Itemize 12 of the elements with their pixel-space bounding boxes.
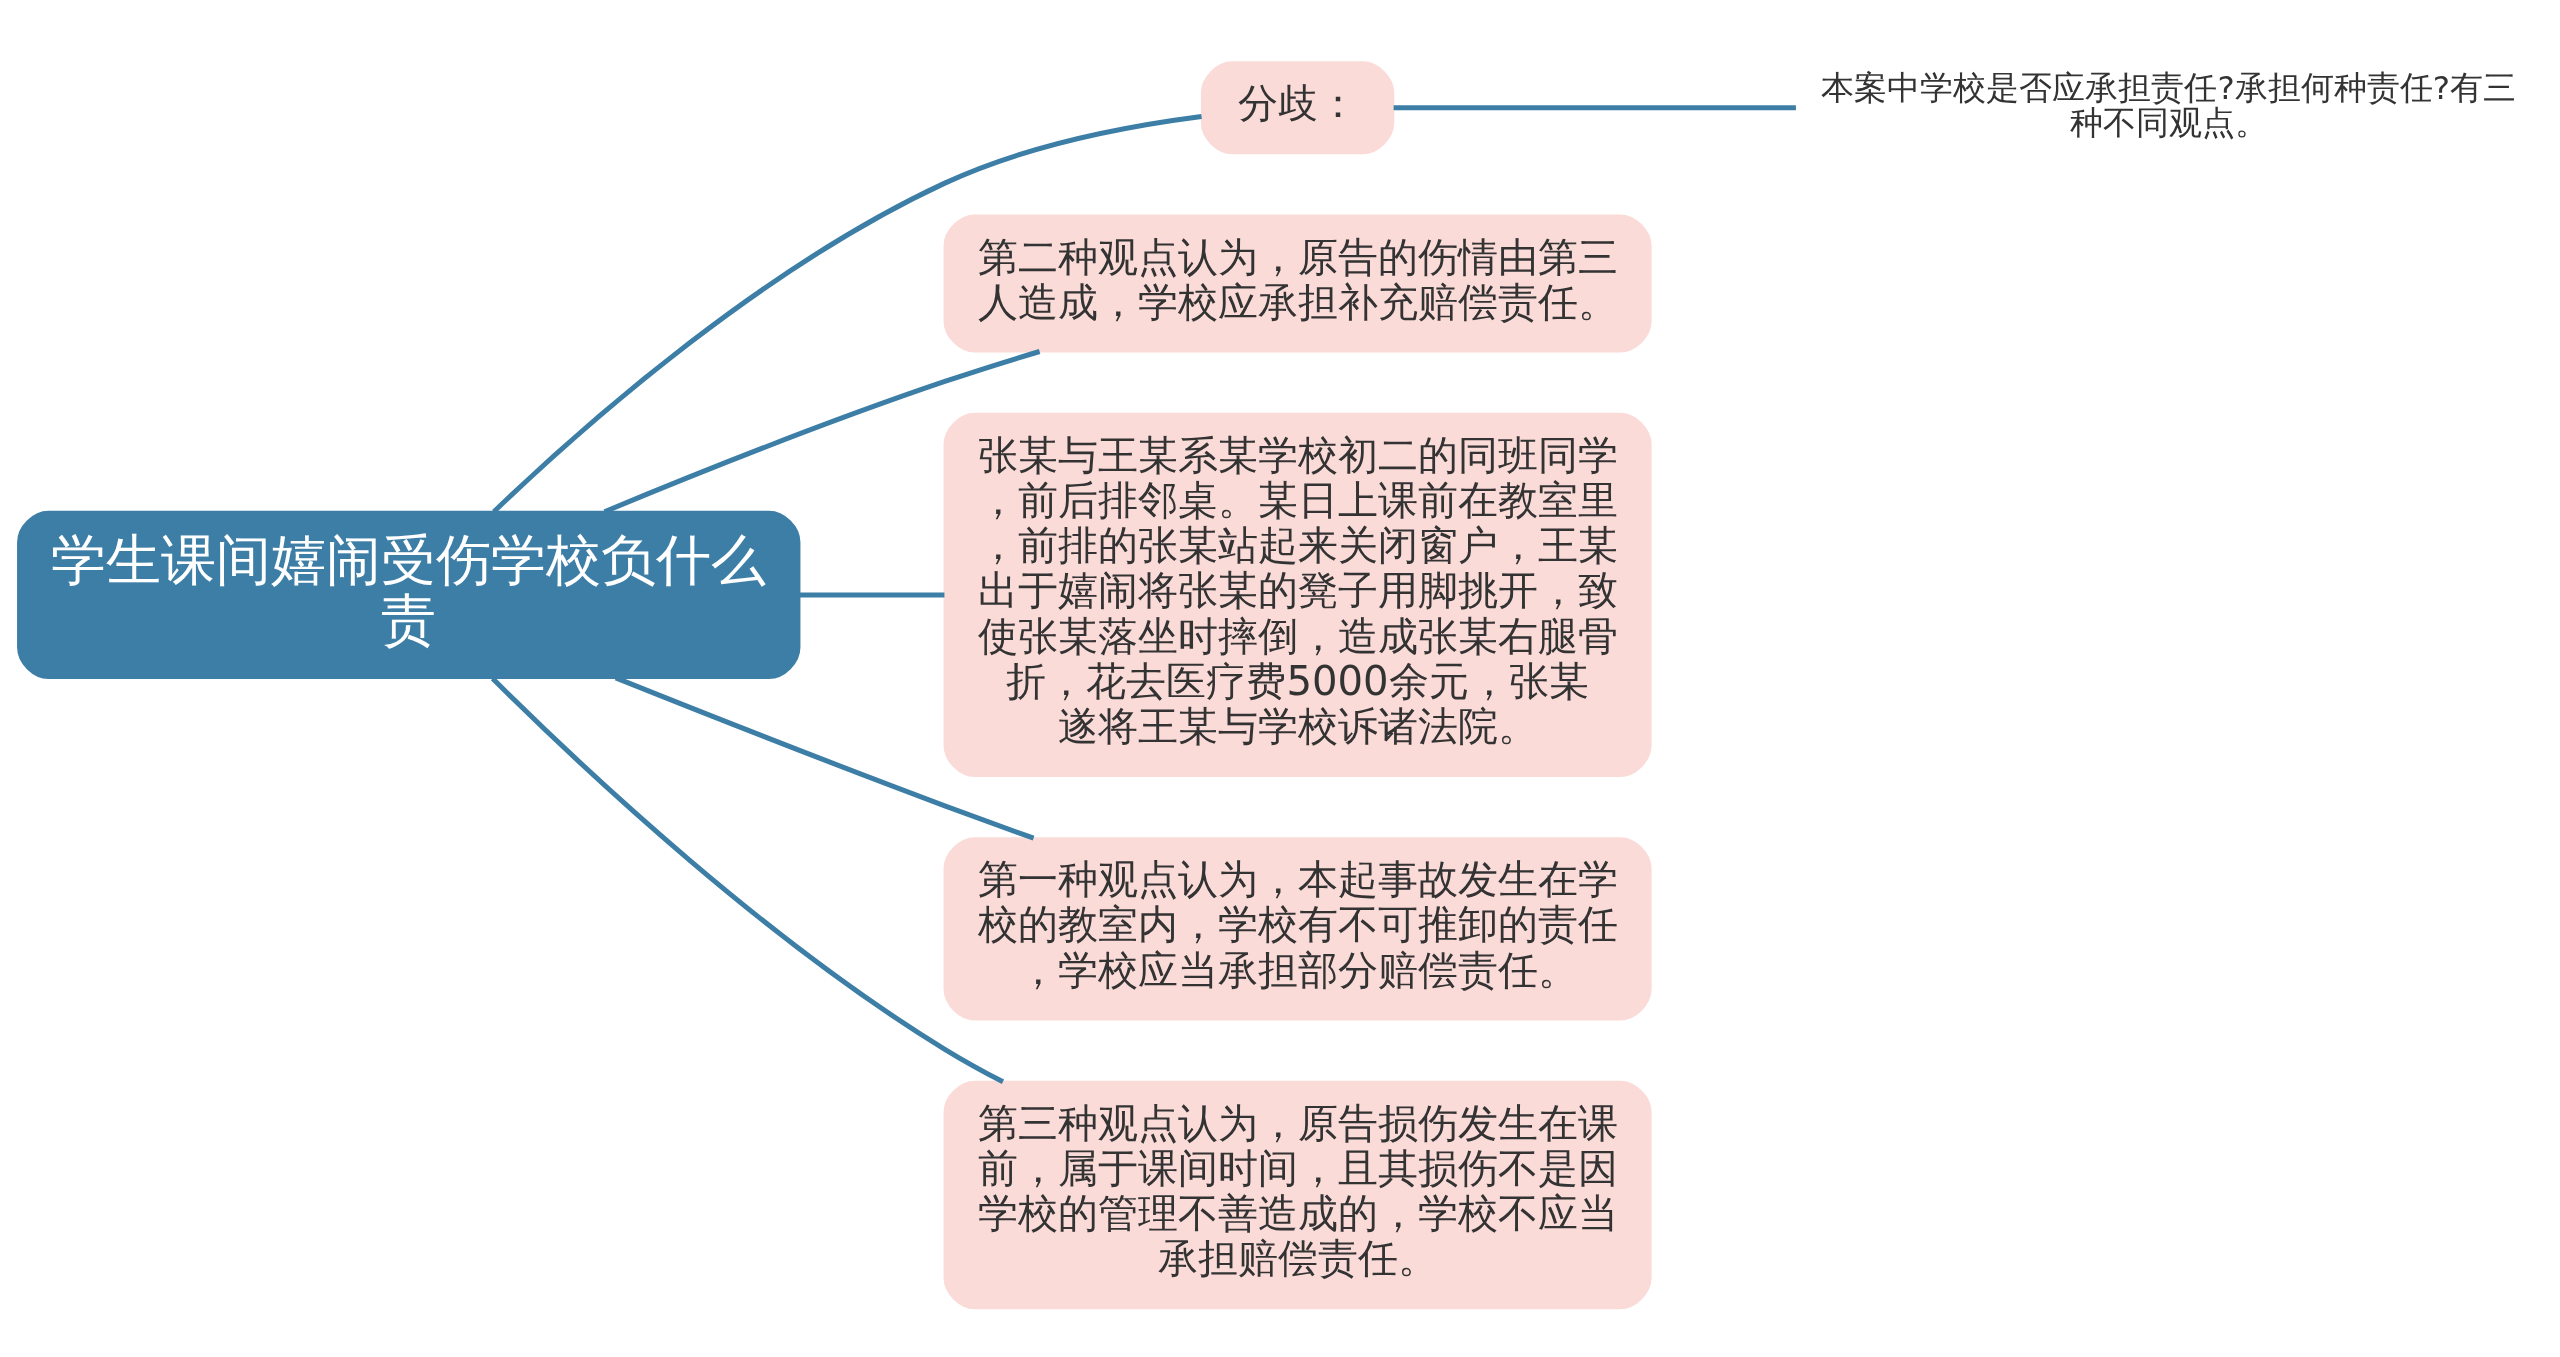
node-box: 第一种观点认为，本起事故发生在学校的教室内，学校有不可推卸的责任，学校应当承担部分赔偿责任。 xyxy=(943,836,1652,1020)
node-box: 学生课间嬉闹受伤学校负什么责 xyxy=(17,510,801,679)
node-box: 第三种观点认为，原告损伤发生在课前，属于课间时间，且其损伤不是因学校的管理不善造成的，学校不应当承担赔偿责任。 xyxy=(943,1080,1652,1309)
connector xyxy=(603,348,1041,514)
node-box: 第二种观点认为，原告的伤情由第三人造成，学校应承担补充赔偿责任。 xyxy=(943,214,1652,353)
connector xyxy=(799,591,945,597)
node-text: 本案中学校是否应承担责任?承担何种责任?有三种不同观点。 xyxy=(1821,68,2517,142)
node-box: 张某与王某系某学校初二的同班同学，前后排邻桌。某日上课前在教室里，前排的张某站起来关闭窗户，王某出于嬉闹将张某的凳子用脚挑开，致使张某落坐时摔倒，造成张某右腿骨折，花去医疗费5000余元，张某遂将王某与学校诉诸法院。 xyxy=(943,412,1652,777)
connector xyxy=(1393,104,1796,110)
node-box: 分歧： xyxy=(1200,60,1395,154)
connector xyxy=(490,676,1005,1084)
connector xyxy=(492,113,1202,514)
